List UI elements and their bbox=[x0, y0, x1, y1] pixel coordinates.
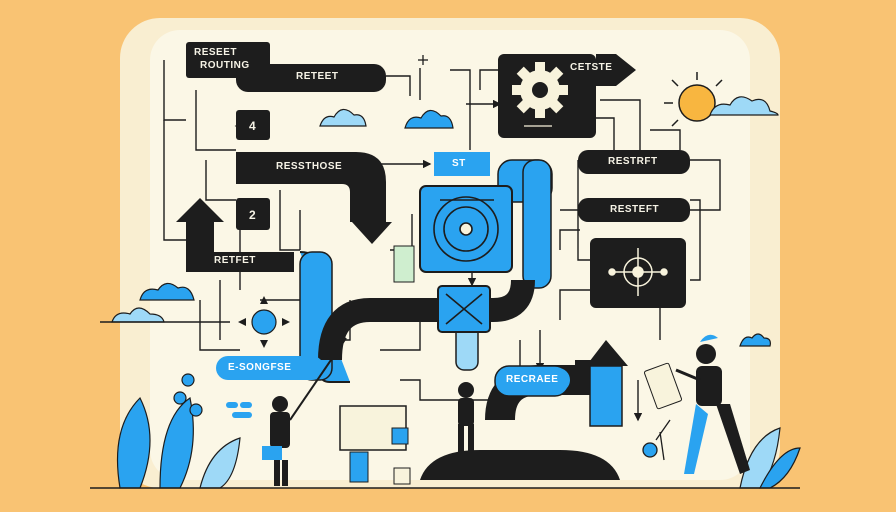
step-4-label: 4 bbox=[249, 119, 257, 133]
step-2-label: 2 bbox=[249, 208, 257, 222]
st-tab-label: ST bbox=[452, 158, 466, 169]
reset-routing-label-1: RESEET bbox=[194, 47, 238, 58]
e-songfse-label: E-SONGFSE bbox=[228, 362, 292, 373]
reset-routing-label-2: ROUTING bbox=[200, 60, 250, 71]
gear-icon bbox=[512, 62, 568, 127]
person-icon bbox=[262, 334, 750, 486]
leaf-icon bbox=[116, 373, 801, 489]
monitor-icon bbox=[226, 245, 415, 485]
ground-blob bbox=[420, 450, 620, 480]
cetste-label: CETSTE bbox=[570, 62, 613, 73]
up-arrow-icon bbox=[586, 340, 628, 366]
restrtft-label: RESTRFT bbox=[608, 156, 658, 167]
x-mark-icon bbox=[445, 293, 483, 325]
retfet-left-label: RETFET bbox=[214, 255, 256, 266]
arrow-icon bbox=[418, 55, 671, 461]
target-icon bbox=[433, 196, 499, 262]
compass-icon bbox=[238, 296, 290, 348]
response-label: RESSTHOSE bbox=[276, 161, 343, 172]
cloud-icon bbox=[111, 96, 779, 347]
sun-icon bbox=[664, 72, 723, 127]
recraee-label: RECRAEE bbox=[506, 374, 559, 385]
molecule-icon bbox=[608, 248, 668, 296]
restfet-label: RESTEFT bbox=[610, 204, 660, 215]
retfet-top-label: RETEET bbox=[296, 71, 339, 82]
